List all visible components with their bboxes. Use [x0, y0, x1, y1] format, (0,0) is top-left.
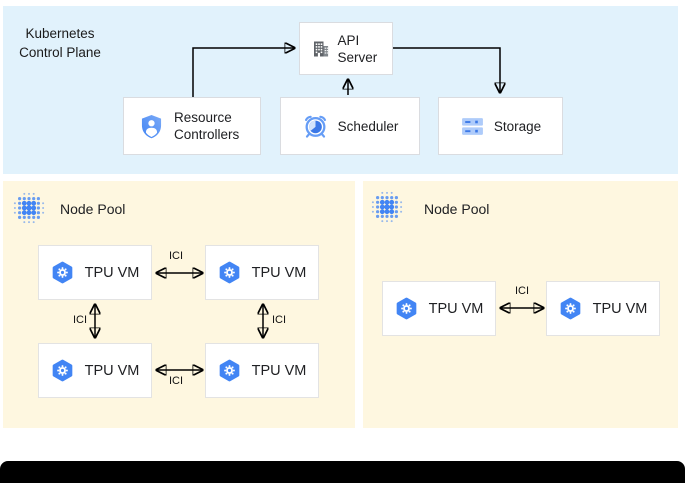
tpu-vm-box: TPU VM — [546, 281, 660, 336]
tpu-vm-label: TPU VM — [251, 362, 307, 379]
tpu-hexagon-icon — [51, 261, 74, 284]
tpu-vm-box: TPU VM — [205, 343, 319, 398]
scheduler-box: Scheduler — [280, 97, 420, 155]
node-pool-left-label: Node Pool — [60, 201, 126, 217]
scheduler-label: Scheduler — [337, 118, 399, 134]
tpu-hexagon-icon — [218, 261, 241, 284]
tpu-vm-label: TPU VM — [592, 300, 648, 317]
tpu-hexagon-icon — [51, 359, 74, 382]
tpu-vm-box: TPU VM — [38, 343, 152, 398]
ici-link-label: ICI — [168, 250, 184, 262]
tpu-hexagon-icon — [218, 359, 241, 382]
ici-link-label: ICI — [72, 314, 88, 326]
tpu-hexagon-icon — [559, 297, 582, 320]
ici-link-label: ICI — [514, 285, 530, 297]
dot-grid-icon — [371, 191, 403, 223]
node-pool-right-label: Node Pool — [424, 201, 490, 217]
tpu-vm-box: TPU VM — [382, 281, 496, 336]
building-icon — [311, 39, 331, 59]
tpu-vm-label: TPU VM — [428, 300, 484, 317]
alarm-clock-icon — [302, 113, 329, 140]
resource-controllers-label: Resource Controllers — [174, 110, 240, 142]
storage-label: Storage — [493, 118, 542, 134]
bottom-black-bar — [0, 461, 685, 483]
tpu-hexagon-icon — [395, 297, 418, 320]
api-server-label: API Server — [337, 32, 378, 65]
storage-disks-icon — [460, 114, 485, 139]
tpu-vm-box: TPU VM — [205, 245, 319, 300]
control-plane-title-line2: Control Plane — [19, 45, 101, 60]
api-server-box: API Server — [299, 22, 393, 75]
resource-controllers-box: Resource Controllers — [123, 97, 261, 155]
tpu-vm-box: TPU VM — [38, 245, 152, 300]
tpu-vm-label: TPU VM — [251, 264, 307, 281]
ici-link-label: ICI — [168, 375, 184, 387]
storage-box: Storage — [438, 97, 563, 155]
ici-link-label: ICI — [271, 314, 287, 326]
dot-grid-icon — [13, 192, 45, 224]
control-plane-title-line1: Kubernetes — [25, 26, 95, 41]
tpu-vm-label: TPU VM — [84, 362, 140, 379]
tpu-vm-label: TPU VM — [84, 264, 140, 281]
shield-user-icon — [138, 113, 165, 140]
control-plane-title: Kubernetes Control Plane — [10, 24, 110, 62]
